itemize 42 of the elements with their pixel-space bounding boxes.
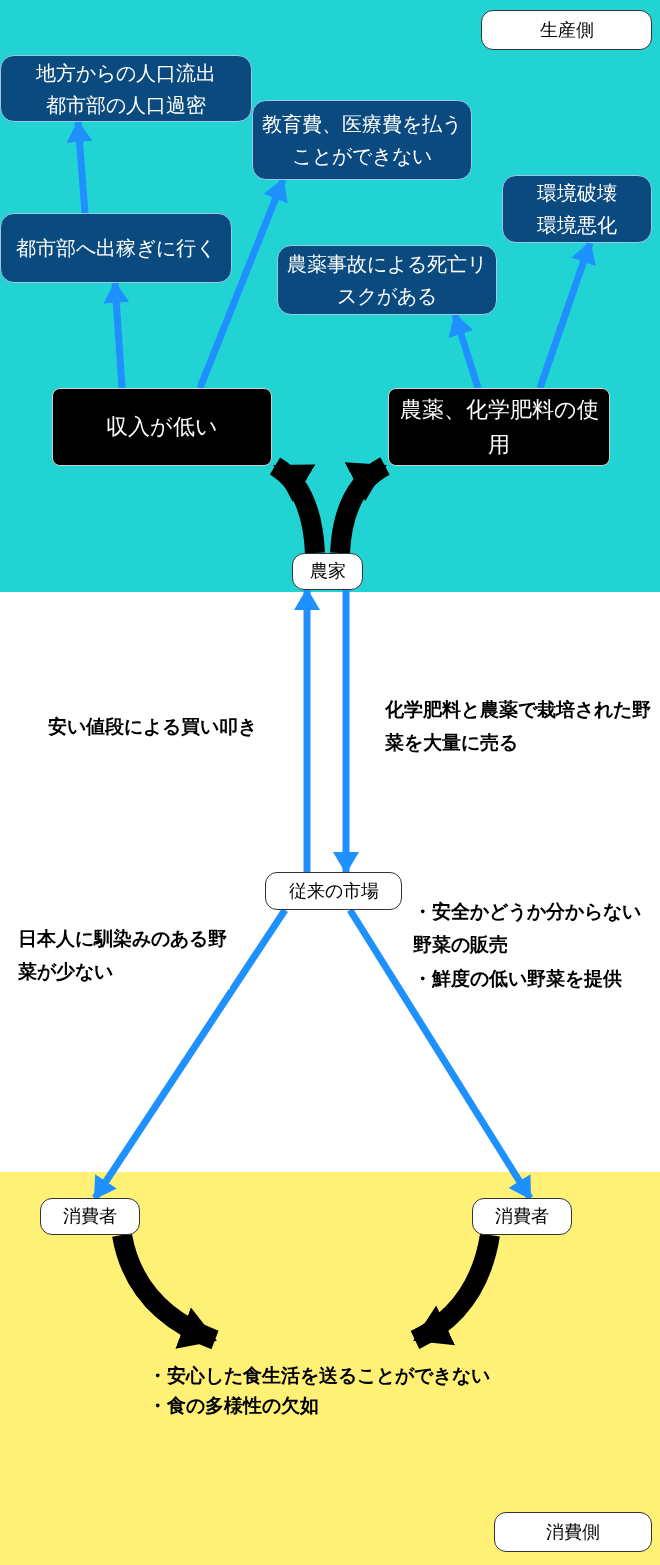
issue-box <box>0 213 232 283</box>
arrow <box>294 588 320 872</box>
node-text: 環境悪化 <box>537 212 617 239</box>
node-text: 従来の市場 <box>288 878 379 903</box>
node-text: 収入が低い <box>106 413 218 442</box>
label-box <box>481 10 652 50</box>
label-box <box>494 1512 652 1552</box>
arrow <box>196 178 288 390</box>
cause-box <box>52 388 272 466</box>
label-box <box>292 553 363 590</box>
arrow <box>347 908 533 1200</box>
arrow <box>66 120 93 214</box>
node-text: 教育費、医療費を払うことができない <box>261 111 463 170</box>
label-box <box>265 872 402 910</box>
issue-box <box>277 245 497 315</box>
node-text: 生産側 <box>539 17 594 42</box>
arrow <box>410 1233 500 1349</box>
node-text: 消費者 <box>63 1204 117 1229</box>
node-text: 農薬事故による死亡リスクがある <box>286 251 488 310</box>
node-text: 農家 <box>309 559 346 584</box>
label-box <box>472 1198 572 1235</box>
node-text: 消費者 <box>495 1204 549 1229</box>
issue-box <box>502 175 652 243</box>
arrow <box>112 1232 219 1350</box>
cause-box <box>388 388 610 466</box>
node-text: 農薬、化学肥料の使用 <box>398 395 600 459</box>
node-text: 環境破壊 <box>537 180 617 207</box>
issue-box <box>0 55 252 122</box>
arrow <box>103 281 130 389</box>
node-text: ・食の多様性の欠如 <box>148 1393 319 1419</box>
node-text: 消費側 <box>546 1519 600 1544</box>
label-box <box>40 1198 140 1235</box>
arrow <box>269 457 325 554</box>
issue-box <box>252 100 472 180</box>
arrow <box>333 590 359 874</box>
node-text: 都市部の人口過密 <box>46 91 206 119</box>
arrow <box>330 457 391 554</box>
node-text: ・安心した食生活を送ることができない <box>148 1363 490 1388</box>
node-text: 都市部へ出稼ぎに行く <box>16 235 216 262</box>
arrow <box>448 313 482 390</box>
node-text: 地方からの人口流出 <box>36 59 216 87</box>
arrow <box>92 908 288 1200</box>
